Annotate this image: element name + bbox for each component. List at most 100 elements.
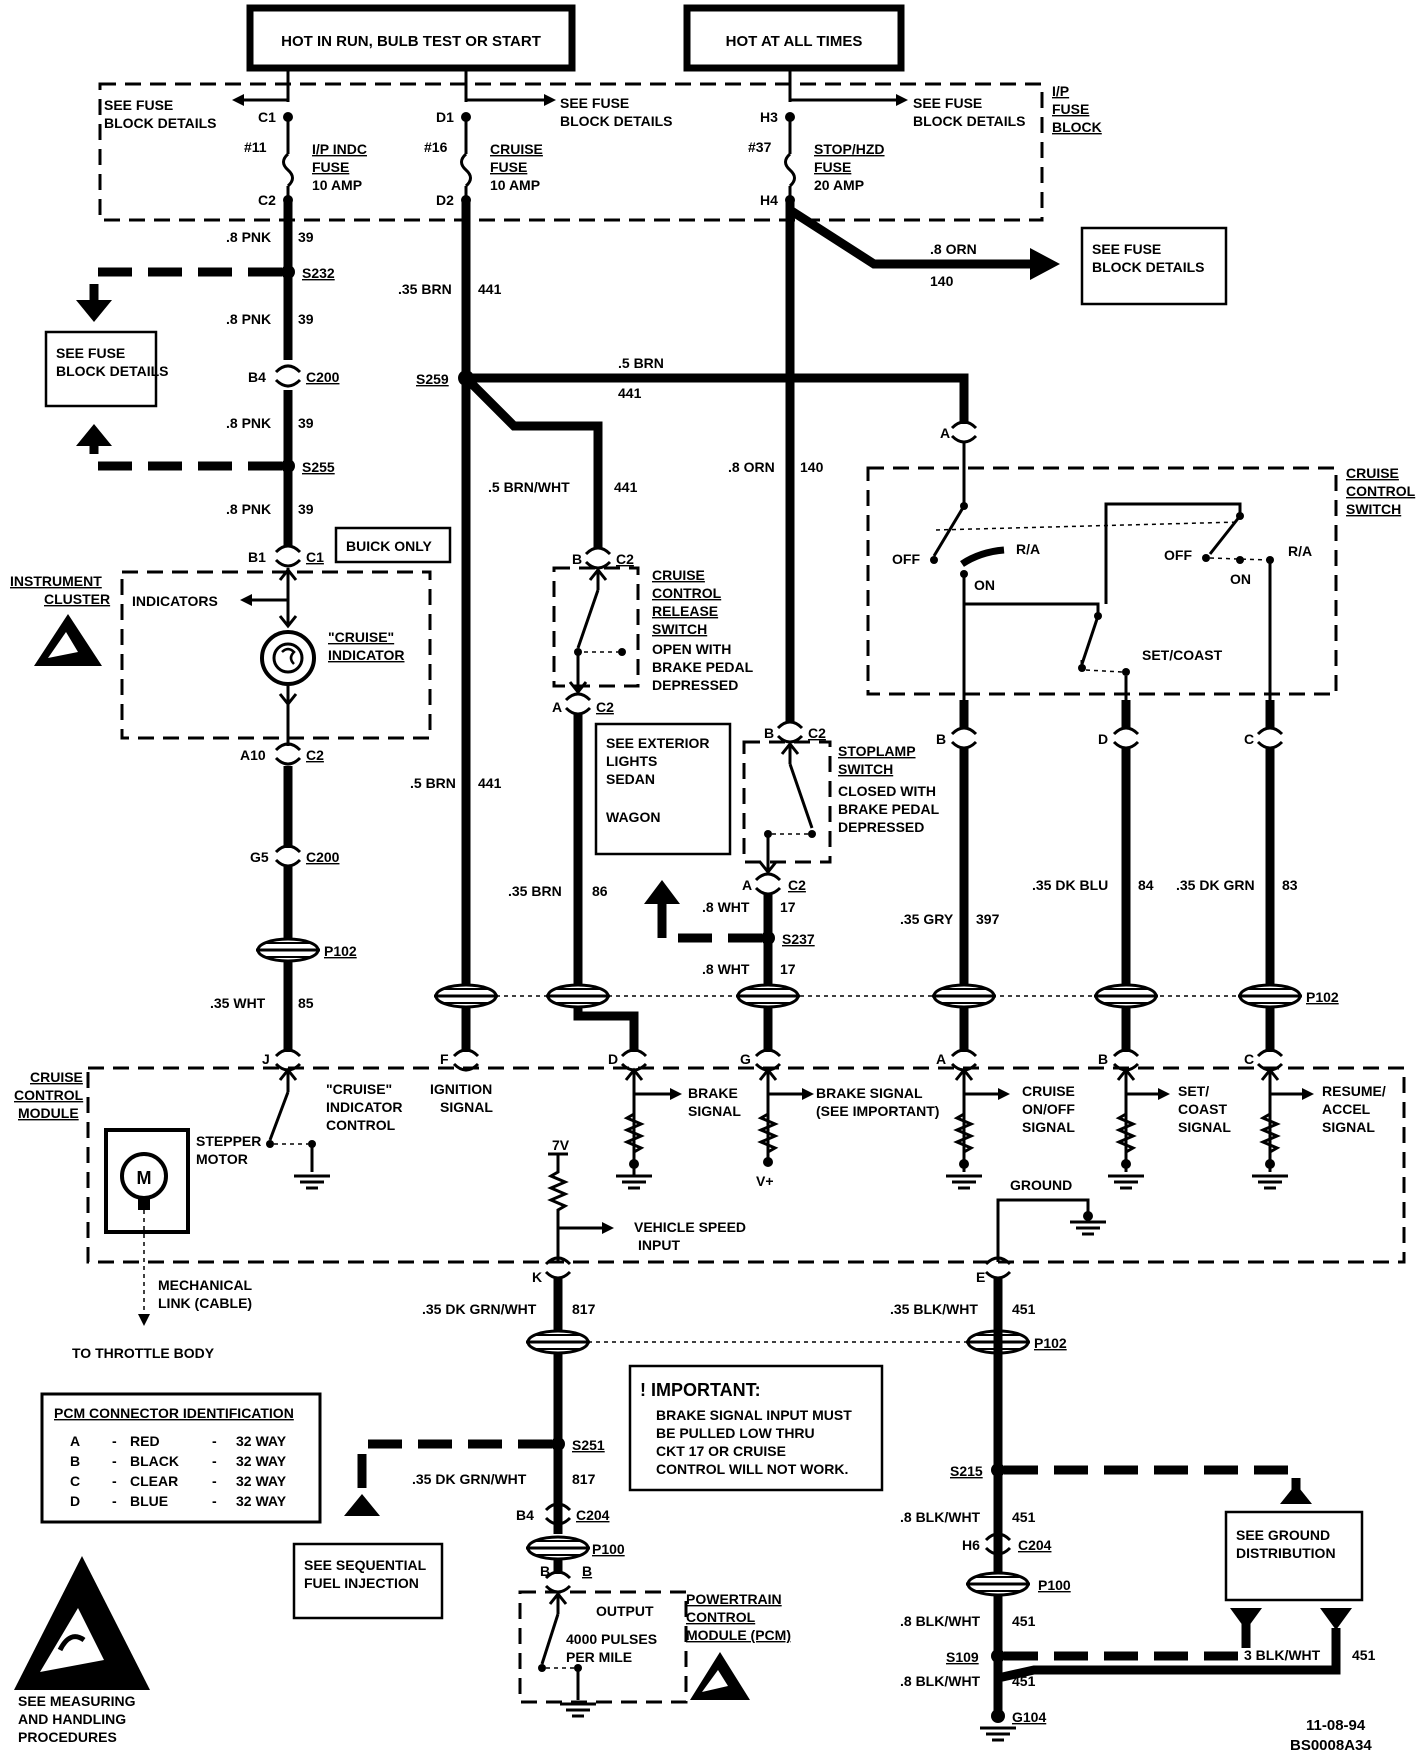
svg-text:INPUT: INPUT	[638, 1237, 680, 1253]
see-sfi-box: SEE SEQUENTIAL FUEL INJECTION	[292, 1542, 444, 1620]
svg-text:-: -	[212, 1433, 217, 1449]
svg-text:CLEAR: CLEAR	[130, 1473, 178, 1489]
cruise-indicator-label: "CRUISE" INDICATOR	[328, 629, 404, 663]
svg-text:C: C	[70, 1473, 80, 1489]
svg-text:"CRUISE": "CRUISE"	[326, 1081, 392, 1097]
svg-text:S215: S215	[950, 1463, 983, 1479]
svg-text:SIGNAL: SIGNAL	[440, 1099, 493, 1115]
splice-s232: S232	[281, 265, 335, 281]
svg-text:-: -	[212, 1493, 217, 1509]
pcm-connector-table: PCM CONNECTOR IDENTIFICATION A - RED - 3…	[40, 1392, 322, 1524]
svg-text:WAGON: WAGON	[606, 809, 660, 825]
svg-text:SET/: SET/	[1178, 1083, 1209, 1099]
svg-text:C: C	[1244, 731, 1254, 747]
svg-text:BRAKE PEDAL: BRAKE PEDAL	[652, 659, 754, 675]
instrument-cluster-label: INSTRUMENT CLUSTER	[10, 573, 110, 607]
svg-text:84: 84	[1138, 877, 1154, 893]
svg-text:B1: B1	[248, 549, 266, 565]
svg-text:C200: C200	[306, 369, 340, 385]
svg-text:39: 39	[298, 415, 314, 431]
svg-text:#16: #16	[424, 139, 448, 155]
wire-label-dkblu-84: .35 DK BLU 84	[1032, 877, 1154, 893]
svg-text:-: -	[112, 1493, 117, 1509]
svg-text:BLOCK DETAILS: BLOCK DETAILS	[560, 113, 673, 129]
svg-text:"CRUISE": "CRUISE"	[328, 629, 394, 645]
svg-text:ACCEL: ACCEL	[1322, 1101, 1371, 1117]
wire-label-orn-140: .8 ORN 140	[728, 459, 824, 475]
svg-text:STOP/HZD: STOP/HZD	[814, 141, 885, 157]
svg-text:32 WAY: 32 WAY	[236, 1493, 287, 1509]
wire-label-wht-85: .35 WHT 85	[210, 995, 314, 1011]
svg-text:451: 451	[1012, 1509, 1036, 1525]
stepper-motor: M STEPPER MOTOR	[104, 1128, 261, 1234]
wire-label-blkwht-3: 3 BLK/WHT 451	[1244, 1647, 1376, 1663]
svg-text:F: F	[440, 1051, 449, 1067]
svg-text:CONTROL: CONTROL	[14, 1087, 84, 1103]
svg-text:P100: P100	[592, 1541, 625, 1557]
svg-text:441: 441	[478, 775, 502, 791]
svg-text:P102: P102	[1034, 1335, 1067, 1351]
svg-text:-: -	[112, 1433, 117, 1449]
buick-only-box: BUICK ONLY	[334, 526, 452, 564]
svg-text:ON/OFF: ON/OFF	[1022, 1101, 1075, 1117]
connector-c2-a-release: A C2	[552, 699, 614, 715]
esd-icon-cluster	[34, 614, 102, 666]
svg-text:B: B	[582, 1563, 592, 1579]
svg-text:BRAKE SIGNAL INPUT MUST: BRAKE SIGNAL INPUT MUST	[656, 1407, 852, 1423]
svg-text:.8 ORN: .8 ORN	[930, 241, 977, 257]
svg-text:.5 BRN: .5 BRN	[410, 775, 456, 791]
connector-c2-b-release: B C2	[572, 551, 634, 567]
wire-label-pnk-2: .8 PNK 39	[226, 311, 314, 327]
svg-text:441: 441	[614, 479, 638, 495]
svg-text:FUSE: FUSE	[1052, 101, 1089, 117]
svg-text:32 WAY: 32 WAY	[236, 1433, 287, 1449]
resume-accel-signal-label: RESUME/ ACCEL SIGNAL	[1322, 1083, 1386, 1135]
svg-text:CLOSED WITH: CLOSED WITH	[838, 783, 936, 799]
brake-signal-label: BRAKE SIGNAL	[688, 1085, 741, 1119]
svg-text:17: 17	[780, 961, 796, 977]
svg-text:CRUISE: CRUISE	[1022, 1083, 1075, 1099]
hot-in-run-box: HOT IN RUN, BULB TEST OR START	[246, 4, 576, 72]
svg-text:.8 ORN: .8 ORN	[728, 459, 775, 475]
svg-text:I/P INDC: I/P INDC	[312, 141, 367, 157]
svg-text:S251: S251	[572, 1437, 605, 1453]
wire-label-blkwht-451-1: .35 BLK/WHT 451	[890, 1301, 1036, 1317]
svg-text:A: A	[552, 699, 562, 715]
stoplamp-switch-outline	[742, 740, 832, 864]
svg-text:OPEN WITH: OPEN WITH	[652, 641, 731, 657]
svg-text:G104: G104	[1012, 1709, 1046, 1725]
vehicle-speed-input-label: VEHICLE SPEED INPUT	[634, 1219, 746, 1253]
wire-label-brn-5-lower: .5 BRN 441	[410, 775, 502, 791]
svg-text:SEDAN: SEDAN	[606, 771, 655, 787]
svg-text:J: J	[262, 1051, 270, 1067]
splice-s251: S251	[551, 1437, 605, 1453]
svg-text:CONTROL: CONTROL	[1346, 483, 1416, 499]
svg-text:LIGHTS: LIGHTS	[606, 753, 657, 769]
connector-c204-h6: H6 C204	[962, 1537, 1052, 1553]
svg-text:-: -	[112, 1453, 117, 1469]
svg-text:SIGNAL: SIGNAL	[1022, 1119, 1075, 1135]
svg-text:.8 BLK/WHT: .8 BLK/WHT	[900, 1509, 981, 1525]
fuse-11: C1 C2 #11 I/P INDC FUSE 10 AMP	[244, 109, 367, 208]
wire-label-wht-17-2: .8 WHT 17	[702, 961, 796, 977]
svg-text:86: 86	[592, 883, 608, 899]
svg-text:SEE FUSE: SEE FUSE	[56, 345, 125, 361]
svg-text:.35 DK GRN/WHT: .35 DK GRN/WHT	[412, 1471, 527, 1487]
svg-text:CLUSTER: CLUSTER	[44, 591, 110, 607]
svg-text:D: D	[70, 1493, 80, 1509]
svg-text:817: 817	[572, 1471, 596, 1487]
svg-text:.8 PNK: .8 PNK	[226, 311, 271, 327]
set-coast-signal-label: SET/ COAST SIGNAL	[1178, 1083, 1231, 1135]
svg-text:C204: C204	[576, 1507, 610, 1523]
svg-text:P102: P102	[324, 943, 357, 959]
svg-text:4000 PULSES: 4000 PULSES	[566, 1631, 657, 1647]
svg-text:M: M	[137, 1168, 152, 1188]
svg-text:A10: A10	[240, 747, 266, 763]
svg-text:AND HANDLING: AND HANDLING	[18, 1711, 126, 1727]
svg-text:K: K	[532, 1269, 542, 1285]
svg-text:BE PULLED LOW THRU: BE PULLED LOW THRU	[656, 1425, 815, 1441]
svg-text:BLUE: BLUE	[130, 1493, 168, 1509]
svg-text:HOT AT ALL TIMES: HOT AT ALL TIMES	[726, 33, 863, 50]
svg-text:CRUISE: CRUISE	[30, 1069, 83, 1085]
wire-label-brn-5: .5 BRN 441	[618, 355, 664, 401]
